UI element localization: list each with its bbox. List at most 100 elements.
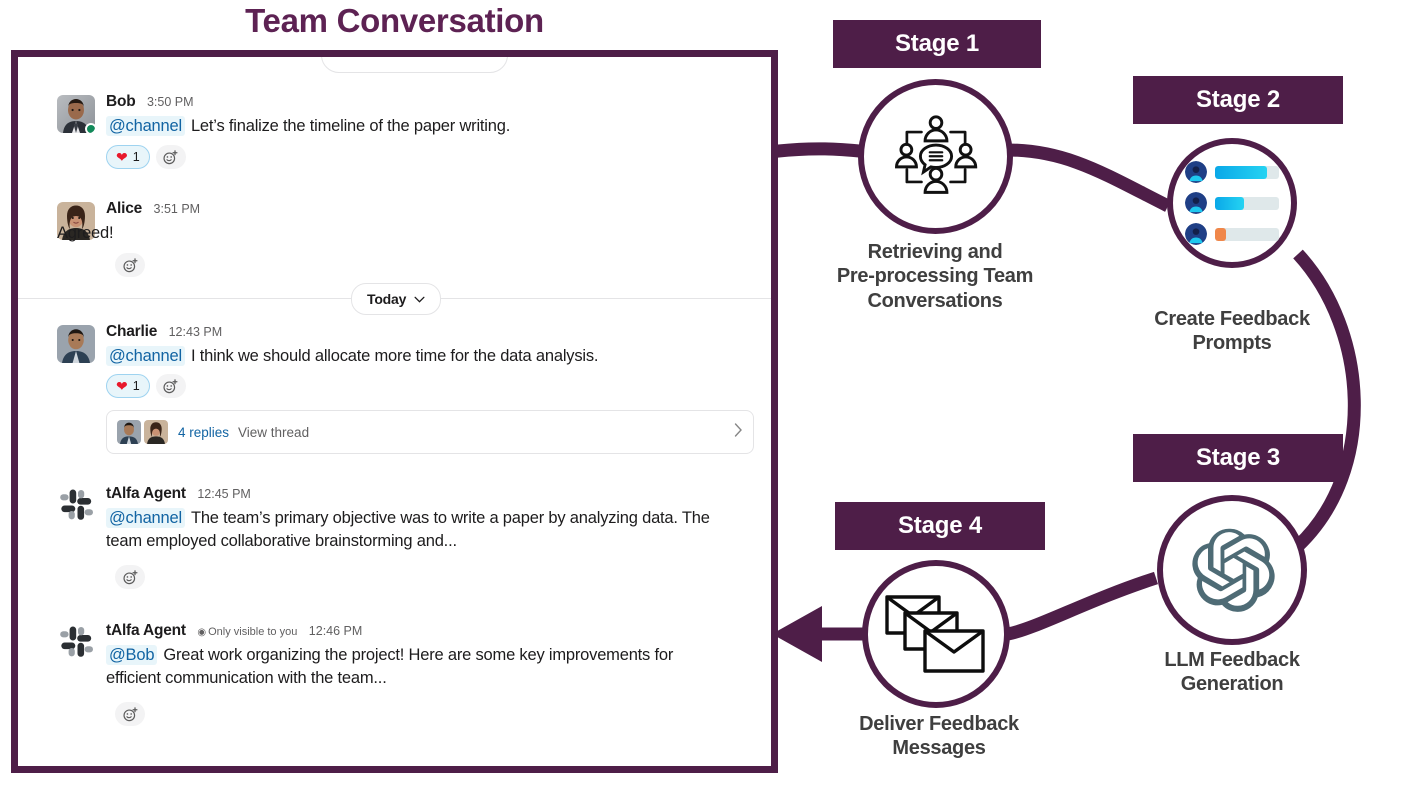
avatar[interactable] <box>57 95 95 133</box>
avatar <box>117 420 141 444</box>
stage-node-3[interactable] <box>1157 495 1307 645</box>
slack-message-list[interactable]: Bob 3:50 PM @channel Let’s finalize the t… <box>18 57 771 766</box>
photo-bob <box>57 95 95 133</box>
feedback-prompt-list-icon <box>1185 161 1279 245</box>
photo-charlie <box>57 325 95 363</box>
prompt-row <box>1185 161 1279 183</box>
avatar-icon <box>1185 161 1207 183</box>
reaction-bar <box>115 565 145 589</box>
openai-logo-icon <box>1192 528 1275 612</box>
progress-bar <box>1215 165 1279 179</box>
mention-chip[interactable]: @channel <box>106 508 185 528</box>
day-divider-today-button[interactable]: Today <box>351 283 442 315</box>
add-reaction-icon[interactable] <box>155 145 186 169</box>
stage-node-4[interactable] <box>862 560 1010 708</box>
slack-bot-icon <box>56 622 96 662</box>
avatar-icon <box>1185 192 1207 214</box>
visibility-note: ◉Only visible to you <box>197 626 298 638</box>
prompt-row <box>1185 192 1279 214</box>
message-body: Agreed! <box>57 222 741 245</box>
stage-badge-label: Stage 4 <box>898 512 982 539</box>
team-conversation-panel: Bob 3:50 PM @channel Let’s finalize the t… <box>11 50 778 773</box>
slack-bot-icon <box>56 485 96 525</box>
message-text: Great work organizing the project! Here … <box>106 646 674 688</box>
mention-chip[interactable]: @Bob <box>106 645 158 665</box>
message-header: tAlfa Agent 12:45 PM <box>106 485 251 503</box>
message-header: Alice 3:51 PM <box>106 200 200 218</box>
mention-chip[interactable]: @channel <box>106 346 185 366</box>
add-reaction-icon[interactable] <box>115 253 145 277</box>
presence-indicator-online <box>85 123 95 133</box>
flow-connectors <box>778 142 1361 662</box>
reaction-heart[interactable]: ❤ 1 <box>106 374 150 398</box>
add-reaction-icon[interactable] <box>115 565 145 589</box>
photo-alice <box>57 202 95 240</box>
stage-caption-2: Create Feedback Prompts <box>1154 308 1310 355</box>
team-conversation-icon <box>894 114 977 194</box>
photo-alice <box>144 420 168 444</box>
add-reaction-icon[interactable] <box>155 374 186 398</box>
message-timestamp: 3:50 PM <box>146 95 194 109</box>
heart-icon: ❤ <box>116 378 128 394</box>
stage-badge-label: Stage 2 <box>1196 86 1280 113</box>
reaction-bar <box>115 702 145 726</box>
reaction-count: 1 <box>132 379 140 393</box>
thread-replies-link[interactable]: 4 replies <box>178 424 230 440</box>
message-timestamp: 12:43 PM <box>168 325 223 339</box>
reaction-bar <box>115 253 145 277</box>
thread-participant-avatars <box>117 420 168 444</box>
stage-badge-2: Stage 2 <box>1133 76 1343 124</box>
stage-badge-4: Stage 4 <box>835 502 1045 550</box>
add-reaction-icon[interactable] <box>115 702 145 726</box>
stage-badge-label: Stage 3 <box>1196 444 1280 471</box>
message-author: tAlfa Agent <box>106 622 186 639</box>
message-header: Bob 3:50 PM <box>106 93 194 111</box>
message-timestamp: 12:46 PM <box>308 624 363 638</box>
pipeline-flow-diagram: Stage 1 Retri <box>778 0 1420 795</box>
message-body: @channel Let’s finalize the timeline of t… <box>106 115 741 138</box>
thread-summary[interactable]: 4 replies View thread <box>106 410 754 454</box>
chevron-down-icon <box>414 290 425 308</box>
message-row: Alice 3:51 PM Agreed! <box>18 200 771 300</box>
day-divider-label: Today <box>367 291 407 307</box>
page-title: Team Conversation <box>245 2 544 39</box>
message-body: @channel I think we should allocate more … <box>106 345 741 368</box>
reaction-heart[interactable]: ❤ 1 <box>106 145 150 169</box>
stage-node-1[interactable] <box>858 79 1013 234</box>
message-header: Charlie 12:43 PM <box>106 323 222 341</box>
message-author: Charlie <box>106 323 158 340</box>
message-author: tAlfa Agent <box>106 485 186 502</box>
prompt-row <box>1185 223 1279 245</box>
message-row: Charlie 12:43 PM @channel I think we shou… <box>18 323 771 483</box>
message-header: tAlfa Agent ◉Only visible to you 12:46 P… <box>106 622 362 640</box>
stage-badge-3: Stage 3 <box>1133 434 1343 482</box>
message-timestamp: 12:45 PM <box>197 487 251 501</box>
stage-caption-3: LLM Feedback Generation <box>1164 649 1300 696</box>
message-timestamp: 3:51 PM <box>153 202 201 216</box>
message-author: Alice <box>106 200 143 217</box>
stage-badge-1: Stage 1 <box>833 20 1041 68</box>
thread-view-label[interactable]: View thread <box>238 424 310 440</box>
message-text: I think we should allocate more time for… <box>190 347 599 365</box>
avatar <box>144 420 168 444</box>
progress-bar <box>1215 227 1279 241</box>
avatar[interactable] <box>57 202 95 240</box>
stage-node-2[interactable] <box>1167 138 1297 268</box>
message-row: tAlfa Agent ◉Only visible to you 12:46 P… <box>18 622 771 757</box>
mention-chip[interactable]: @channel <box>106 116 185 136</box>
eye-icon: ◉ <box>197 627 207 638</box>
clipped-date-divider-pill <box>321 57 508 73</box>
message-author: Bob <box>106 93 136 110</box>
chevron-right-icon[interactable] <box>734 423 743 441</box>
message-text: The team’s primary objective was to writ… <box>106 509 710 551</box>
message-text: Let’s finalize the timeline of the paper… <box>190 117 511 135</box>
stage-caption-1: Retrieving and Pre-processing Team Conve… <box>836 241 1034 312</box>
stage-caption-4: Deliver Feedback Messages <box>859 713 1019 760</box>
reaction-bar: ❤ 1 <box>106 145 186 169</box>
envelopes-icon <box>885 595 985 673</box>
stage-badge-label: Stage 1 <box>895 30 979 57</box>
avatar[interactable] <box>57 325 95 363</box>
